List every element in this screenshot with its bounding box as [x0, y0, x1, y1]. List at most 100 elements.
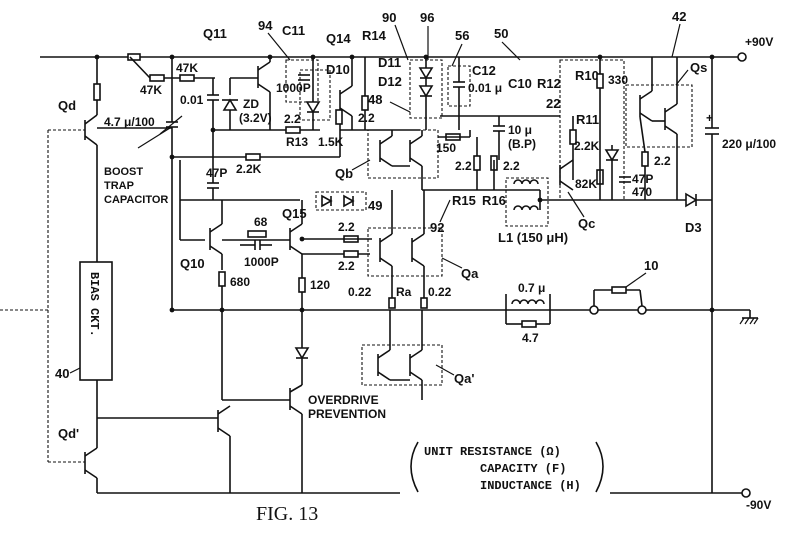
- inductor-l1-b: [513, 205, 539, 211]
- ref-10: 10: [644, 258, 658, 273]
- resistor-120: [298, 277, 306, 293]
- value-1.5k: 1.5K: [318, 135, 344, 149]
- value-47k-b: 47K: [176, 61, 198, 75]
- value-0.22-a: 0.22: [348, 285, 372, 299]
- module-94-box: [285, 59, 319, 103]
- cap-plus-sign: +: [706, 111, 713, 125]
- resistor-ra-b: [420, 297, 428, 309]
- q10-label: Q10: [180, 256, 205, 271]
- legend-inductance: INDUCTANCE (H): [480, 479, 581, 493]
- qd-prime-label: Qd': [58, 426, 79, 441]
- ref-49: 49: [368, 198, 382, 213]
- qs-box: [625, 84, 693, 148]
- overdrive-diode: [294, 347, 310, 360]
- resistor-r10: [596, 73, 604, 89]
- output-terminal-b[interactable]: [637, 305, 647, 315]
- boost-label-3: CAPACITOR: [104, 194, 168, 206]
- overdrive-label-2: PREVENTION: [308, 407, 386, 421]
- resistor-2.2-qa2: [343, 250, 359, 258]
- resistor-4.7: [521, 320, 537, 328]
- diodes-49-box: [315, 191, 367, 211]
- value-120: 120: [310, 278, 330, 292]
- value-0.7u: 0.7 μ: [518, 281, 545, 295]
- value-220u: 220 μ/100: [722, 137, 776, 151]
- qd-resistor: [93, 83, 101, 101]
- q15-label: Q15: [282, 206, 307, 221]
- value-2.2-r16: 2.2: [503, 159, 520, 173]
- qb-box: [367, 129, 439, 179]
- c11-value: 1000P: [276, 81, 311, 95]
- ref-42: 42: [672, 9, 686, 24]
- diode-d11: [418, 67, 434, 80]
- positive-rail-label: +90V: [745, 35, 773, 49]
- resistor-68: [247, 230, 267, 238]
- qa-box: [367, 227, 443, 277]
- value-2.2-r13: 2.2: [284, 112, 301, 126]
- value-2.2-r15: 2.2: [455, 159, 472, 173]
- resistor-2.2k: [245, 153, 261, 161]
- value-4.7: 4.7: [522, 331, 539, 345]
- ref-56: 56: [455, 28, 469, 43]
- ra-label: Ra: [396, 285, 412, 299]
- r15-label: R15: [452, 193, 476, 208]
- resistor-2.2-qs: [641, 151, 649, 167]
- l1-label: L1 (150 μH): [498, 230, 568, 245]
- ref-48: 48: [368, 92, 382, 107]
- ref-40: 40: [55, 366, 69, 381]
- legend-bracket-right: [595, 441, 604, 493]
- speaker-load: [611, 286, 627, 294]
- c12-value: 0.01 μ: [468, 81, 502, 95]
- d3-label: D3: [685, 220, 702, 235]
- positive-terminal[interactable]: [737, 52, 747, 62]
- value-0.22-b: 0.22: [428, 285, 452, 299]
- zd-value: (3.2V): [239, 111, 272, 125]
- qa-prime-box: [361, 344, 443, 386]
- zd-label: ZD: [243, 97, 259, 111]
- q14-label: Q14: [326, 31, 351, 46]
- resistor-47k-top: [127, 53, 141, 61]
- qc-label: Qc: [578, 216, 595, 231]
- legend-bracket-left: [410, 441, 419, 493]
- value-47p: 47P: [206, 166, 227, 180]
- negative-terminal[interactable]: [741, 488, 751, 498]
- resistor-47k-b: [179, 74, 195, 82]
- boost-cap-value: 4.7 μ/100: [104, 115, 155, 129]
- qd-label: Qd: [58, 98, 76, 113]
- r12-label: R12: [537, 76, 561, 91]
- qa-prime-label: Qa': [454, 371, 474, 386]
- ref-50: 50: [494, 26, 508, 41]
- ref-92: 92: [430, 220, 444, 235]
- diode-d10: [305, 101, 321, 114]
- r10-label: R10: [575, 68, 599, 83]
- diode-49-a: [321, 194, 333, 208]
- boost-label-2: TRAP: [104, 180, 134, 192]
- value-2.2k: 2.2K: [236, 162, 262, 176]
- value-2.2-qa2: 2.2: [338, 259, 355, 273]
- value-47p-qs: 47P: [632, 172, 653, 186]
- bias-circuit-block[interactable]: [79, 261, 113, 381]
- output-terminal-a[interactable]: [589, 305, 599, 315]
- inductor-l1-a: [513, 179, 539, 185]
- resistor-1.5k: [335, 109, 343, 125]
- boost-label-1: BOOST: [104, 166, 143, 178]
- c10-type: (B.P): [508, 137, 536, 151]
- r13-label: R13: [286, 135, 308, 149]
- ref-96: 96: [420, 10, 434, 25]
- value-680: 680: [230, 275, 250, 289]
- q11-label: Q11: [203, 26, 227, 41]
- zener-diode-zd: [222, 98, 238, 111]
- legend-capacity: CAPACITY (F): [480, 462, 566, 476]
- resistor-r13: [285, 126, 301, 134]
- value-1000p: 1000P: [244, 255, 279, 269]
- diode-d3: [685, 192, 698, 208]
- value-150: 150: [436, 141, 456, 155]
- diode-d12: [418, 85, 434, 98]
- d10-label: D10: [326, 62, 350, 77]
- qb-label: Qb: [335, 166, 353, 181]
- value-470: 470: [632, 185, 652, 199]
- value-68: 68: [254, 215, 268, 229]
- d10-box: [299, 69, 331, 121]
- diode-qc: [604, 149, 620, 162]
